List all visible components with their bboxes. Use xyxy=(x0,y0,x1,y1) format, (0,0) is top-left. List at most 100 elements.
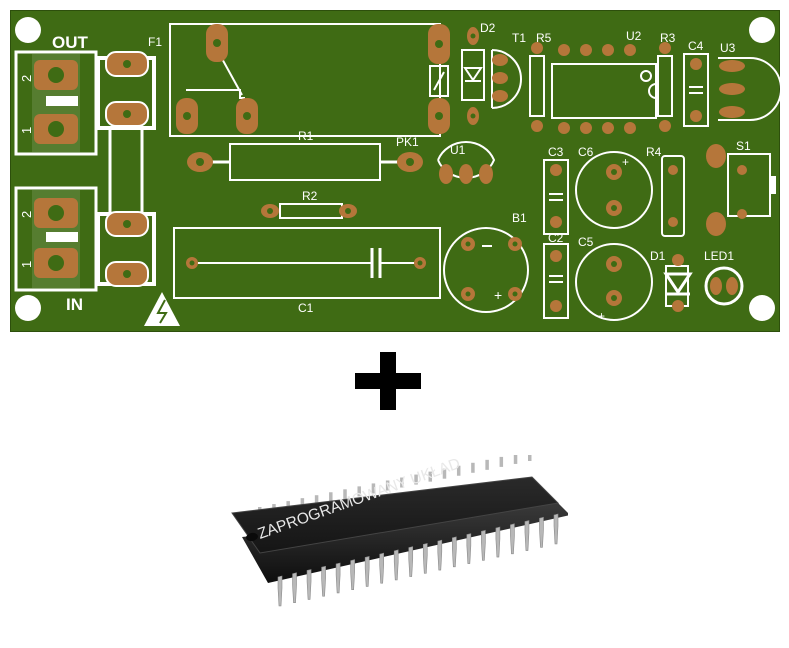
buzzer-b1: + xyxy=(443,227,529,313)
switch-s1 xyxy=(706,144,776,236)
chip-pin xyxy=(452,536,457,568)
chip-pin xyxy=(357,486,361,497)
chip-pin xyxy=(400,477,404,488)
label-r4: R4 xyxy=(646,145,662,159)
label-out-pin1: 1 xyxy=(19,127,34,134)
fuse-holder-f1 xyxy=(96,51,156,287)
transistor-t1 xyxy=(491,49,522,109)
label-u3: U3 xyxy=(720,41,736,55)
chip-pin xyxy=(422,542,428,574)
chip-pin xyxy=(335,562,341,594)
chip-pin xyxy=(428,471,433,482)
chip-pin xyxy=(306,569,312,600)
label-u2: U2 xyxy=(626,29,642,43)
resistor-r4 xyxy=(661,155,685,237)
sensor-u3 xyxy=(718,57,780,121)
label-r2: R2 xyxy=(302,189,318,203)
resistor-r5 xyxy=(529,42,545,132)
chip-pin xyxy=(393,549,399,581)
label-c5: C5 xyxy=(578,235,594,249)
chip-pin xyxy=(481,529,486,561)
chip-pin xyxy=(510,523,515,555)
resistor-r3 xyxy=(657,42,673,132)
chip-pin xyxy=(471,462,475,473)
chip-pin xyxy=(385,480,390,491)
chip-pin xyxy=(466,533,472,564)
label-c3: C3 xyxy=(548,145,564,159)
label-in-pin2: 2 xyxy=(19,211,34,218)
label-c4: C4 xyxy=(688,39,704,53)
chip-pin xyxy=(485,459,489,470)
plus-icon xyxy=(355,352,421,410)
label-pk1: PK1 xyxy=(396,135,419,149)
regulator-u1 xyxy=(437,141,496,184)
chip-pin xyxy=(321,565,326,597)
programmed-chip: ZAPROGRAMOWANY UKŁAD xyxy=(231,455,568,607)
chip-pin xyxy=(350,559,355,590)
label-u1: U1 xyxy=(450,143,466,157)
label-s1: S1 xyxy=(736,139,751,153)
svg-text:+: + xyxy=(622,155,629,169)
mounting-hole xyxy=(15,17,41,43)
label-in-pin1: 1 xyxy=(19,261,34,268)
chip-side xyxy=(242,503,568,583)
capacitor-c3 xyxy=(543,159,569,235)
chip-pin xyxy=(379,552,384,584)
mounting-hole xyxy=(749,17,775,43)
chip-pin xyxy=(414,474,418,485)
chip-pin xyxy=(524,520,530,551)
chip-pin xyxy=(343,489,347,500)
capacitor-c2 xyxy=(543,243,569,319)
chip-pin xyxy=(408,546,414,577)
resistor-r1 xyxy=(187,143,423,181)
capacitor-c1 xyxy=(173,227,441,299)
resistor-r2 xyxy=(261,203,357,219)
diode-d2 xyxy=(461,27,485,125)
svg-text:+: + xyxy=(494,287,502,303)
connector-out xyxy=(14,50,98,156)
label-r1: R1 xyxy=(298,129,314,143)
relay-pk1 xyxy=(169,23,450,137)
chip-notch xyxy=(246,532,258,542)
chip-pin xyxy=(329,492,333,503)
chip-pin xyxy=(300,498,305,509)
label-r3: R3 xyxy=(660,31,676,45)
chip-pin xyxy=(314,495,319,506)
label-t1: T1 xyxy=(512,31,526,45)
chip-pin xyxy=(495,526,501,558)
capacitor-c5: + xyxy=(575,243,653,323)
label-c6: C6 xyxy=(578,145,594,159)
high-voltage-warning-icon xyxy=(144,292,180,326)
label-d2: D2 xyxy=(480,21,496,35)
led-led1 xyxy=(704,266,744,306)
svg-text:+: + xyxy=(598,309,605,323)
pcb-board: OUT 2 1 IN 2 1 F1 xyxy=(10,10,780,332)
ic-u2 xyxy=(551,44,657,134)
label-d1: D1 xyxy=(650,249,666,263)
mounting-hole xyxy=(15,295,41,321)
label-out: OUT xyxy=(52,33,89,52)
chip-pin xyxy=(292,572,297,604)
label-c2: C2 xyxy=(548,231,564,245)
label-out-pin2: 2 xyxy=(19,75,34,82)
capacitor-c6: + xyxy=(575,151,653,229)
chip-pin xyxy=(456,465,461,476)
label-b1: B1 xyxy=(512,211,527,225)
chip-pin xyxy=(437,539,443,571)
chip-pin xyxy=(528,455,532,461)
capacitor-c4 xyxy=(683,53,709,127)
chip-pin xyxy=(371,483,376,494)
connector-in xyxy=(14,186,98,292)
mounting-hole xyxy=(749,295,775,321)
chip-pin xyxy=(539,516,544,548)
chip-pin xyxy=(553,513,559,545)
chip-pin xyxy=(277,575,283,607)
label-f1: F1 xyxy=(148,35,162,49)
chip-pin xyxy=(442,468,447,479)
chip-legs-front xyxy=(277,513,559,607)
chip-pin xyxy=(499,456,504,467)
chip-pin xyxy=(364,556,370,587)
chip-pin xyxy=(513,455,518,464)
label-in: IN xyxy=(66,295,83,314)
label-r5: R5 xyxy=(536,31,552,45)
